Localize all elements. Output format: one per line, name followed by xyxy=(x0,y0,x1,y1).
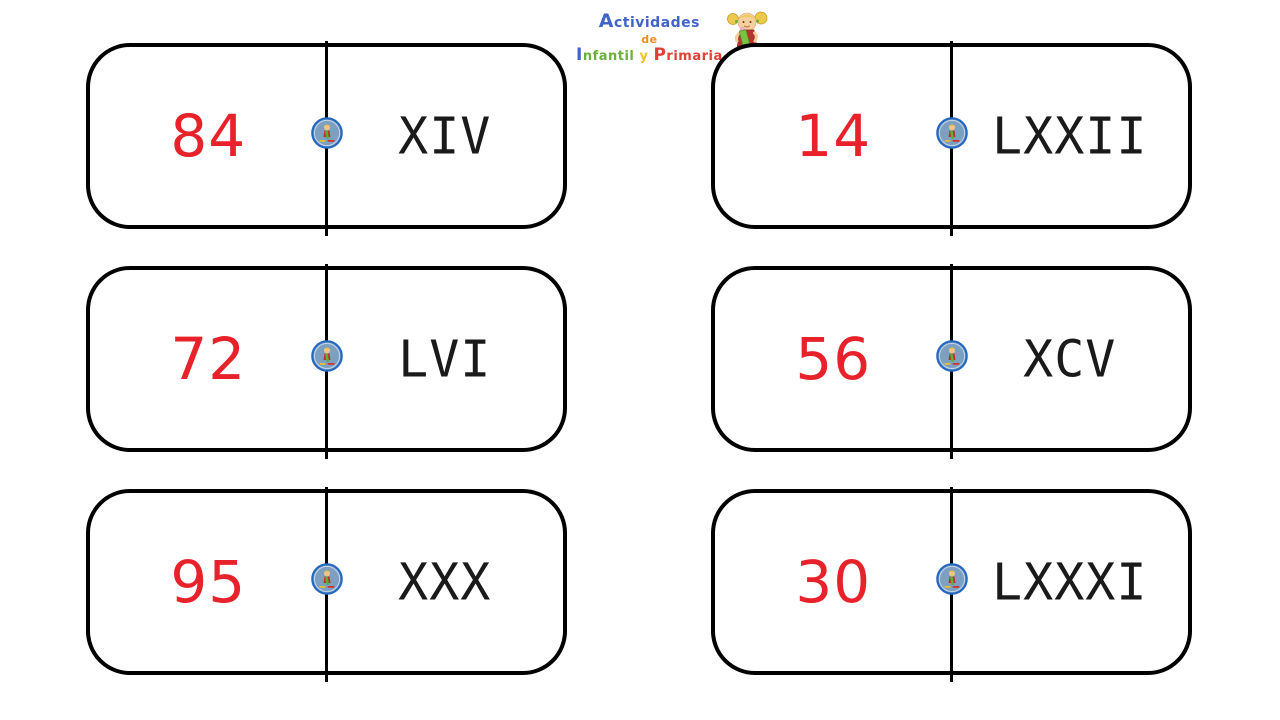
card-number-half: 30 xyxy=(715,493,952,671)
card-roman-half: LXXII xyxy=(952,47,1189,225)
logo-badge-icon xyxy=(310,117,343,149)
roman-numeral: XCV xyxy=(1023,329,1117,389)
logo-badge-icon xyxy=(310,563,343,595)
card-number-half: 84 xyxy=(90,47,327,225)
arabic-number: 95 xyxy=(170,548,247,616)
card-number-half: 72 xyxy=(90,270,327,448)
card-roman-half: XXX xyxy=(327,493,564,671)
domino-card-95-xxx: 95 XXX xyxy=(86,487,567,682)
roman-numeral: XXX xyxy=(398,552,492,612)
logo-badge-icon xyxy=(935,117,968,149)
logo-line-infantil-y-primaria: Infantil y Primaria xyxy=(576,45,723,66)
logo-badge-icon xyxy=(935,340,968,372)
card-roman-half: LVI xyxy=(327,270,564,448)
domino-card-84-xiv: 84 XIV xyxy=(86,41,567,236)
arabic-number: 56 xyxy=(795,325,872,393)
arabic-number: 84 xyxy=(170,102,247,170)
logo-badge-icon xyxy=(935,563,968,595)
arabic-number: 14 xyxy=(795,102,872,170)
roman-numeral: LVI xyxy=(398,329,492,389)
domino-card-30-lxxxi: 30 LXXXI xyxy=(711,487,1192,682)
logo-line-de: de xyxy=(641,32,658,46)
logo-line-actividades: Actividades xyxy=(598,10,700,32)
arabic-number: 72 xyxy=(170,325,247,393)
logo-badge-icon xyxy=(310,340,343,372)
card-number-half: 95 xyxy=(90,493,327,671)
card-number-half: 56 xyxy=(715,270,952,448)
arabic-number: 30 xyxy=(795,548,872,616)
card-roman-half: XIV xyxy=(327,47,564,225)
roman-numeral: LXXXI xyxy=(991,552,1148,612)
domino-card-56-xcv: 56 XCV xyxy=(711,264,1192,459)
publisher-logo-text: Actividades de Infantil y Primaria xyxy=(576,8,723,65)
card-roman-half: XCV xyxy=(952,270,1189,448)
domino-card-14-lxxii: 14 LXXII xyxy=(711,41,1192,236)
card-number-half: 14 xyxy=(715,47,952,225)
roman-numeral: XIV xyxy=(398,106,492,166)
domino-card-72-lvi: 72 LVI xyxy=(86,264,567,459)
roman-numeral: LXXII xyxy=(991,106,1148,166)
card-roman-half: LXXXI xyxy=(952,493,1189,671)
